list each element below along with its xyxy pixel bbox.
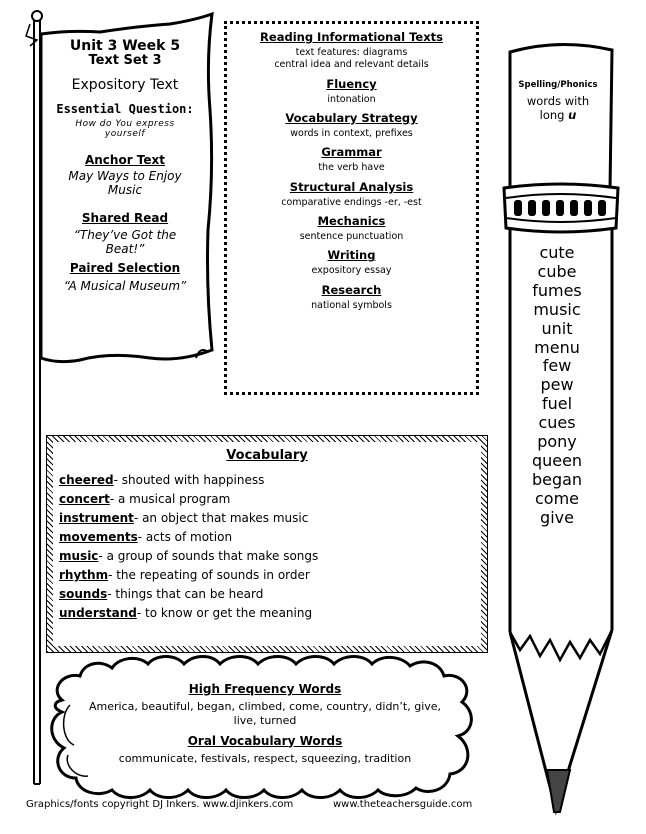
spelling-word: music (533, 299, 581, 319)
spelling-word: fumes (532, 280, 582, 300)
spelling-word: give (540, 507, 574, 527)
vocabulary-term: rhythm (59, 568, 109, 582)
vocabulary-term: concert (59, 492, 110, 506)
genre: Expository Text (71, 77, 179, 94)
paired-selection-label: Paired Selection (69, 261, 181, 276)
skill-body: words in context, prefixes (290, 128, 413, 140)
vocabulary-box: Vocabulary cheered- shouted with happine… (46, 435, 488, 653)
spelling-skill-line2: long (539, 107, 569, 122)
spelling-word: pony (537, 432, 577, 452)
spelling-word: come (534, 488, 579, 508)
shared-read-label: Shared Read (81, 211, 169, 225)
word-cloud: High Frequency Words America, beautiful,… (80, 682, 450, 765)
footer-copyright: Graphics/fonts copyright DJ Inkers. www.… (26, 799, 294, 810)
vocabulary-term: sounds (59, 587, 108, 601)
skills-box: Reading Informational Texts text features… (224, 21, 479, 395)
spelling-word: cute (539, 243, 575, 262)
vocabulary-term: instrument (59, 511, 134, 525)
vocabulary-definition: - the repeating of sounds in order (108, 568, 310, 582)
spelling-word: pew (540, 375, 574, 395)
oral-vocabulary-heading: Oral Vocabulary Words (187, 733, 343, 748)
vocabulary-definition: - to know or get the meaning (136, 606, 313, 620)
skill-body: sentence punctuation (299, 231, 404, 243)
vocabulary-definition: - acts of motion (137, 530, 233, 544)
skill-heading: Mechanics (317, 214, 386, 229)
skill-body: comparative endings -er, -est (281, 196, 422, 208)
vocabulary-item: cheered- shouted with happiness (59, 471, 481, 490)
spelling-word: began (531, 469, 583, 489)
spelling-word: cube (537, 261, 577, 281)
vocabulary-definition: - a musical program (109, 492, 231, 506)
paired-selection-title: “A Musical Museum” (63, 279, 187, 294)
spelling-word: menu (534, 337, 580, 357)
spelling-phonics-label: Spelling/Phonics words with long u (513, 80, 603, 123)
vocabulary-term: cheered (59, 473, 114, 487)
spelling-skill: words with long u (513, 94, 603, 123)
vocabulary-item: understand- to know or get the meaning (59, 604, 481, 623)
oral-vocabulary-words: communicate, festivals, respect, squeezi… (118, 751, 412, 765)
essential-question-label: Essential Question: (56, 102, 194, 117)
spelling-word: queen (531, 450, 583, 470)
skill-heading: Writing (327, 248, 376, 263)
vocabulary-title: Vocabulary (226, 448, 308, 463)
high-frequency-words: America, beautiful, began, climbed, come… (88, 700, 442, 727)
shared-read-title: “They’ve Got the Beat!” (73, 227, 177, 256)
skill-heading: Structural Analysis (289, 179, 414, 194)
vocabulary-definition: - an object that makes music (133, 511, 309, 525)
vocabulary-term: music (59, 549, 99, 563)
skill-heading: Reading Informational Texts (260, 30, 443, 44)
spelling-word: fuel (541, 394, 573, 414)
spelling-phonics-heading: Spelling/Phonics (518, 80, 598, 90)
unit-week: Unit 3 Week 5 (69, 38, 181, 54)
anchor-text-label: Anchor Text (84, 152, 166, 167)
spelling-word: unit (541, 318, 573, 338)
anchor-text-title: May Ways to Enjoy Music (68, 169, 182, 198)
vocabulary-term: understand (59, 606, 137, 620)
vocabulary-term: movements (59, 530, 138, 544)
skill-heading: Grammar (321, 145, 382, 160)
footer-website: www.theteachersguide.com (333, 799, 473, 810)
skill-body: the verb have (318, 162, 385, 174)
vocabulary-item: movements- acts of motion (59, 528, 481, 547)
vocabulary-definition: - shouted with happiness (113, 473, 265, 487)
vocabulary-item: rhythm- the repeating of sounds in order (59, 566, 481, 585)
skill-body: national symbols (311, 299, 392, 311)
spelling-word: cues (538, 413, 576, 433)
high-frequency-heading: High Frequency Words (188, 682, 342, 696)
skill-heading: Research (321, 282, 382, 297)
skill-body: text features: diagrams central idea and… (274, 47, 429, 71)
skill-body: expository essay (311, 265, 392, 277)
skill-heading: Fluency (326, 76, 377, 91)
vocabulary-item: concert- a musical program (59, 490, 481, 509)
skill-heading: Vocabulary Strategy (285, 111, 418, 126)
spelling-skill-letter: u (568, 107, 577, 122)
spelling-word: few (542, 356, 572, 376)
text-set: Text Set 3 (88, 53, 162, 69)
vocabulary-item: music- a group of sounds that make songs (59, 547, 481, 566)
vocabulary-item: sounds- things that can be heard (59, 585, 481, 604)
spelling-skill-line1: words with (526, 94, 590, 108)
vocabulary-definition: - a group of sounds that make songs (98, 549, 319, 563)
vocabulary-item: instrument- an object that makes music (59, 509, 481, 528)
vocabulary-definition: - things that can be heard (107, 587, 264, 601)
essential-question: How do You express yourself (75, 118, 175, 140)
flag-banner: Unit 3 Week 5 Text Set 3 Expository Text… (45, 38, 205, 294)
skill-body: intonation (327, 93, 376, 105)
